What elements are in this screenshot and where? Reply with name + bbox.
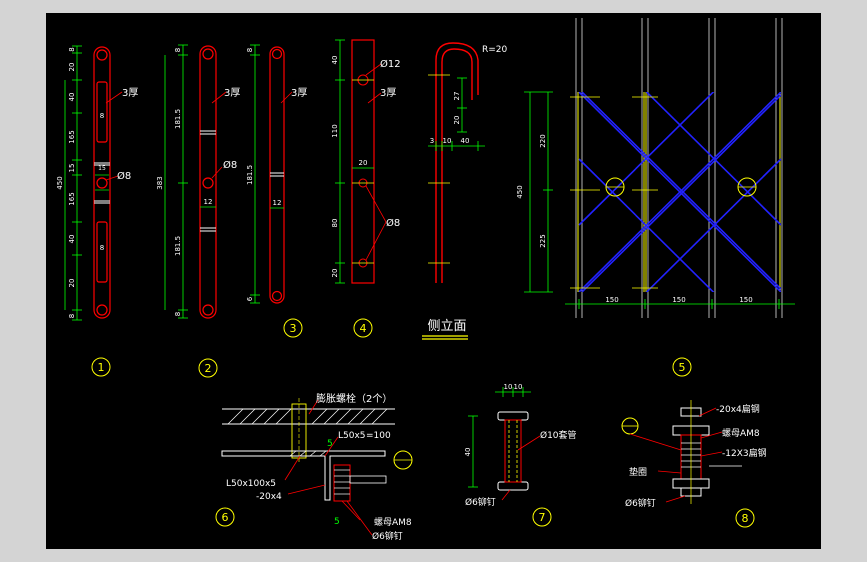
- weld-top: 5: [327, 439, 333, 449]
- label-hole-top-4: Ø12: [380, 58, 401, 70]
- dim-1-2: 40: [68, 93, 76, 102]
- dim-1-5: 165: [68, 192, 76, 205]
- dim-1-total: 450: [56, 176, 64, 189]
- dim-5-v-0: 220: [539, 134, 547, 147]
- lattice-bars: [578, 92, 781, 292]
- dim-4-0: 40: [331, 56, 339, 65]
- dim-7-h-0: 10: [504, 383, 513, 391]
- detail-1: 8 20 40 165 15 165 40 20 8 450 8 8 15 3厚: [56, 45, 138, 377]
- dim-1-6: 40: [68, 235, 76, 244]
- label-radius: R=20: [482, 45, 508, 55]
- weld-bottom: 5: [334, 517, 340, 527]
- detail-2: 8 181.5 181.5 8 383 12 3厚 Ø8 2: [156, 44, 240, 378]
- label-rivet-7: Ø6铆钉: [465, 496, 496, 508]
- dim-1-7: 20: [68, 279, 76, 288]
- dim-4-width: 20: [359, 159, 368, 167]
- detail-number-2: 2: [205, 362, 212, 375]
- cad-drawing-canvas[interactable]: 8 20 40 165 15 165 40 20 8 450 8 8 15 3厚: [46, 13, 821, 549]
- dim-2-width: 12: [204, 198, 213, 206]
- label-hole-4: Ø8: [386, 217, 400, 229]
- dim-side-h-2: 40: [461, 137, 470, 145]
- detail-3: 8 181.5 6 12 3厚 3: [246, 44, 307, 338]
- detail-number-8: 8: [742, 512, 749, 525]
- dim-7-h-1: 10: [514, 383, 523, 391]
- dim-1-3: 165: [68, 130, 76, 143]
- dim-5-h-2: 150: [739, 296, 752, 304]
- dim-3-width: 12: [273, 199, 282, 207]
- detail-number-3: 3: [290, 322, 297, 335]
- dim-side-h-0: 3: [430, 137, 434, 145]
- dim-3-2: 6: [246, 296, 254, 301]
- svg-text:8: 8: [100, 112, 104, 120]
- label-flat1: -20x4扁钢: [716, 403, 760, 415]
- svg-text:15: 15: [98, 165, 106, 172]
- dim-1-4: 15: [68, 164, 76, 173]
- label-washer: 垫圈: [629, 466, 647, 478]
- label-thickness-2: 3厚: [224, 87, 240, 99]
- label-nut-8: 螺母AM8: [722, 428, 760, 439]
- label-flat2: -12X3扁钢: [722, 447, 767, 459]
- detail-8-joint: -20x4扁钢 螺母AM8 -12X3扁钢 垫圈 Ø6铆钉 8: [621, 400, 767, 528]
- detail-number-1: 1: [98, 361, 105, 374]
- dim-5-v-1: 225: [539, 234, 547, 247]
- detail-5-lattice: 220 225 450: [516, 18, 795, 377]
- label-rivet-6: Ø6铆钉: [372, 530, 403, 542]
- label-angle-large: L50x100x5: [226, 479, 276, 489]
- dim-2-0: 8: [174, 48, 182, 52]
- label-angle-small: L50x5: [338, 431, 366, 441]
- dim-4-3: 20: [331, 269, 339, 278]
- side-elevation: R=20 27 20 3 10 40 侧立面: [422, 42, 508, 340]
- dim-side-v-0: 27: [453, 92, 461, 101]
- dim-7-height: 40: [464, 448, 472, 457]
- dim-side-v-1: 20: [453, 116, 461, 125]
- strip-outline: [93, 46, 111, 319]
- dim-ticks: [72, 45, 82, 321]
- label-rivet-8: Ø6铆钉: [625, 497, 656, 509]
- detail-number-5: 5: [679, 361, 686, 374]
- dim-2-2: 181.5: [174, 236, 182, 256]
- dim-side-h-1: 10: [443, 137, 452, 145]
- detail-7-rivet: 10 10 40 Ø10套管 Ø6铆钉 7: [464, 383, 577, 527]
- label-thickness-4: 3厚: [380, 87, 396, 99]
- dim-1-8: 8: [68, 314, 76, 318]
- label-hole-1: Ø8: [117, 170, 131, 182]
- detail-number-7: 7: [539, 511, 546, 524]
- label-thickness-3: 3厚: [291, 87, 307, 99]
- dim-3-1: 181.5: [246, 165, 254, 185]
- dim-5-h-0: 150: [605, 296, 618, 304]
- side-elevation-title: 侧立面: [427, 319, 466, 334]
- dim-4-2: 80: [331, 219, 339, 228]
- dim-4-1: 110: [331, 124, 339, 137]
- detail-number-4: 4: [360, 322, 367, 335]
- detail-4: 40 110 80 20 20 Ø12 3厚 Ø8 4: [331, 39, 401, 338]
- detail-number-6: 6: [222, 511, 229, 524]
- dim-5-total: 450: [516, 185, 524, 198]
- label-nut-6: 螺母AM8: [374, 517, 412, 528]
- dim-2-total: 383: [156, 176, 164, 189]
- dim-3-0: 8: [246, 48, 254, 52]
- svg-text:8: 8: [100, 244, 104, 252]
- dim-5-h-1: 150: [672, 296, 685, 304]
- label-bolt: 膨胀螺栓（2个）: [316, 392, 392, 405]
- detail-marker-1: [91, 357, 111, 377]
- label-tube: Ø10套管: [540, 429, 577, 441]
- label-hole-2: Ø8: [223, 159, 237, 171]
- dim-1-0: 8: [68, 47, 76, 51]
- label-flat-6: -20x4: [256, 492, 282, 502]
- detail-6-anchor: 膨胀螺栓（2个） L50x5 =100 5 L50x100x5 -20x4 5 …: [215, 392, 413, 542]
- dim-2-3: 8: [174, 312, 182, 316]
- label-thickness-1: 3厚: [122, 87, 138, 99]
- dim-1-1: 20: [68, 63, 76, 72]
- label-length: =100: [366, 431, 391, 441]
- dim-2-1: 181.5: [174, 109, 182, 129]
